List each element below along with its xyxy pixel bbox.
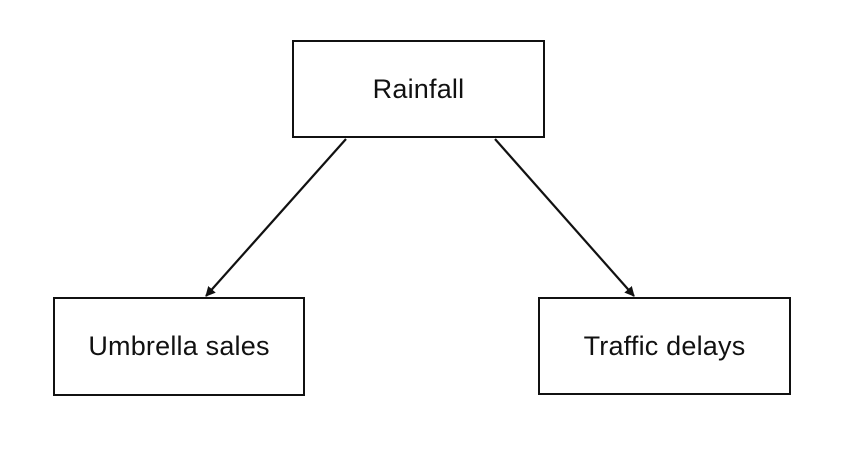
node-umbrella-sales: Umbrella sales bbox=[53, 297, 305, 396]
node-rainfall: Rainfall bbox=[292, 40, 545, 138]
node-traffic-delays: Traffic delays bbox=[538, 297, 791, 395]
node-rainfall-label: Rainfall bbox=[372, 73, 465, 104]
edge-rainfall-to-traffic-delays bbox=[494, 138, 635, 297]
edge-rainfall-to-umbrella-sales bbox=[205, 138, 347, 297]
node-umbrella-sales-label: Umbrella sales bbox=[88, 331, 270, 361]
node-traffic-delays-label: Traffic delays bbox=[583, 330, 746, 361]
